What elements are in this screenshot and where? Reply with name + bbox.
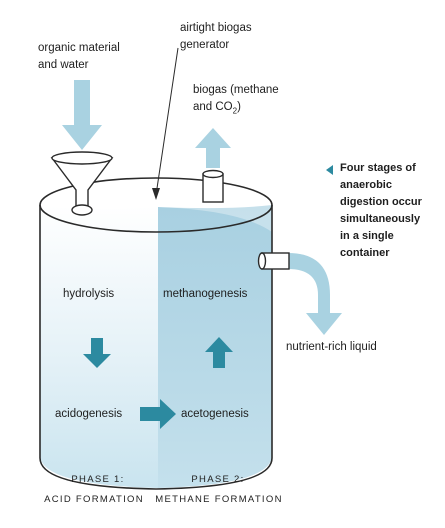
stage-methanogenesis: methanogenesis <box>163 288 248 300</box>
gas-outlet <box>202 169 224 203</box>
nutrient-output-label: nutrient-rich liquid <box>286 341 377 353</box>
biogas-label-suffix: ) <box>237 101 241 113</box>
biogas-label-line2: and CO2) <box>193 99 279 119</box>
liquid-outlet-pipe-end <box>257 252 267 270</box>
note-marker-icon <box>326 165 333 175</box>
phase1-label: PHASE 1: <box>38 474 158 485</box>
funnel-rim <box>51 151 113 165</box>
stages-note: Four stages of anaerobic digestion occur… <box>340 160 422 262</box>
biogas-arrow <box>195 128 231 168</box>
phase1-title: PHASE 1: <box>71 474 125 485</box>
input-arrow <box>62 80 102 150</box>
organic-input-label-line2: and water <box>38 59 89 71</box>
stages-note-line: digestion occur <box>340 196 422 208</box>
stage-hydrolysis: hydrolysis <box>63 288 115 300</box>
organic-input-label-line1: organic material <box>38 42 120 54</box>
funnel-cone <box>50 157 114 207</box>
funnel <box>50 151 114 216</box>
tank-bottom <box>39 457 273 490</box>
gas-outlet-pipe-top <box>202 169 224 179</box>
biogas-label: biogas (methane and CO2) <box>193 82 279 119</box>
acidogenesis-to-acetogenesis-arrow <box>140 399 176 429</box>
liquid-outlet <box>257 252 290 270</box>
biogas-label-subscript: 2 <box>232 106 238 116</box>
phase2-title: PHASE 2: <box>191 474 245 485</box>
stages-note-line: simultaneously <box>340 213 421 225</box>
tank <box>39 177 273 490</box>
stage-acidogenesis: acidogenesis <box>55 408 123 420</box>
stages-note-line: anaerobic <box>340 179 392 191</box>
stages-note-line: in a single <box>340 230 394 242</box>
generator-leader-arrowhead <box>152 188 160 200</box>
stages-note-line: container <box>340 247 390 259</box>
organic-input-label: organic material and water <box>38 40 120 74</box>
phase2-label: PHASE 2: <box>158 474 278 485</box>
funnel-base <box>71 204 93 216</box>
hydrolysis-to-acidogenesis-arrow <box>83 338 111 368</box>
biogas-label-prefix: and CO <box>193 101 233 113</box>
phase2-subtitle: METHANE FORMATION <box>155 494 283 505</box>
phase1-subtitle: ACID FORMATION <box>44 494 144 505</box>
generator-label-line1: airtight biogas <box>180 22 252 34</box>
stages-note-line: Four stages of <box>340 162 416 174</box>
biogas-label-line1: biogas (methane <box>193 84 279 96</box>
liquid-outlet-arrow <box>288 253 342 335</box>
generator-label: airtight biogas generator <box>180 20 252 54</box>
acetogenesis-to-methanogenesis-arrow <box>205 337 233 368</box>
generator-label-line2: generator <box>180 39 230 51</box>
generator-leader-line <box>155 47 179 196</box>
tank-liquid-surface <box>158 205 272 232</box>
stage-acetogenesis: acetogenesis <box>181 408 249 420</box>
